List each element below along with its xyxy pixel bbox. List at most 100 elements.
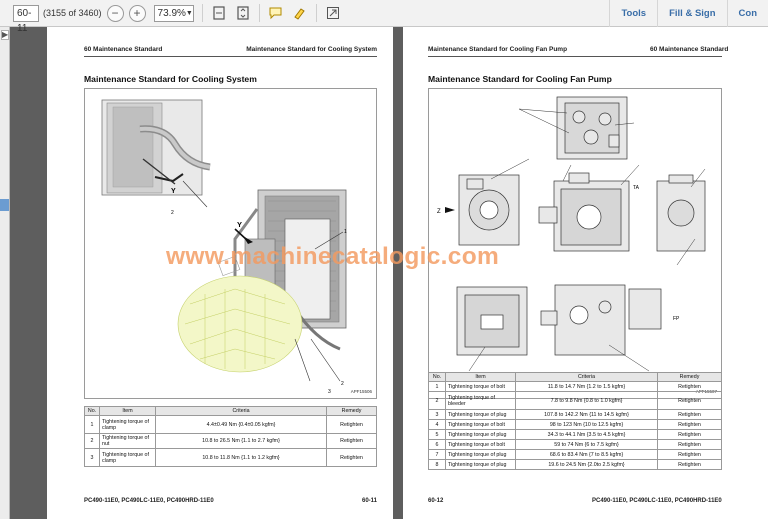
- cell-criteria: 107.8 to 142.2 Nm {11 to 14.5 kgfm}: [515, 409, 658, 420]
- cell-no: 7: [428, 449, 446, 460]
- left-page-title: Maintenance Standard for Cooling System: [84, 74, 257, 84]
- right-header-rule: [428, 56, 722, 57]
- cell-criteria: 10.8 to 11.8 Nm {1.1 to 1.2 kgfm}: [155, 448, 327, 467]
- viewer-toolbar: 60-11 (3155 of 3460) − + 73.9%▼ Tools Fi…: [0, 0, 768, 34]
- cell-item: Tightening torque of plug: [445, 429, 516, 440]
- cell-remedy: Retighten: [657, 419, 722, 430]
- col-item: Item: [99, 406, 156, 416]
- table-row: 2 Tightening torque of bleeder 7.8 to 9.…: [428, 391, 722, 410]
- cell-criteria: 98 to 123 Nm {10 to 12.5 kgfm}: [515, 419, 658, 430]
- cell-no: 1: [428, 381, 446, 392]
- cell-remedy: Retighten: [326, 448, 377, 467]
- right-page-header-left: Maintenance Standard for Cooling Fan Pum…: [428, 46, 568, 53]
- tools-button[interactable]: Tools: [609, 0, 657, 27]
- cell-item: Tightening torque of bleeder: [445, 391, 516, 410]
- cell-item: Tightening torque of plug: [445, 449, 516, 460]
- table-row: 8 Tightening torque of plug 19.6 to 24.5…: [428, 459, 722, 470]
- cell-criteria: 34.3 to 44.1 Nm {3.5 to 4.5 kgfm}: [515, 429, 658, 440]
- zoom-out-icon[interactable]: −: [106, 4, 124, 22]
- cell-remedy: Retighten: [326, 415, 377, 434]
- col-item: Item: [445, 372, 516, 382]
- table-row: 3 Tightening torque of plug 107.8 to 142…: [428, 409, 722, 420]
- cell-criteria: 68.6 to 83.4 Nm {7 to 8.5 kgfm}: [515, 449, 658, 460]
- fan-pump-figure: Z FP TA APF15507: [428, 88, 722, 399]
- table-row: 6 Tightening torque of bolt 59 to 74 Nm …: [428, 439, 722, 450]
- col-no: No.: [428, 372, 446, 382]
- port-fp-label: FP: [673, 316, 680, 322]
- table-row: 1 Tightening torque of clamp 4.4±0.49 Nm…: [84, 415, 377, 434]
- view-y-label: Y: [237, 220, 242, 229]
- comment-icon[interactable]: [268, 5, 284, 21]
- right-page-number: 60-12: [428, 498, 444, 504]
- cell-remedy: Retighten: [657, 449, 722, 460]
- cell-no: 3: [428, 409, 446, 420]
- cell-remedy: Retighten: [657, 391, 722, 410]
- toolbar-right-links: Tools Fill & Sign Con: [609, 0, 768, 27]
- document-page-left: 60 Maintenance Standard Maintenance Stan…: [47, 27, 393, 519]
- cell-remedy: Retighten: [326, 433, 377, 449]
- port-ta-label: TA: [633, 185, 640, 191]
- inset-view-y-label: Y: [171, 188, 176, 195]
- cell-item: Tightening torque of bolt: [445, 419, 516, 430]
- fan-pump-illustration: Z FP TA: [437, 96, 706, 372]
- table-row: 2 Tightening torque of nut 10.8 to 26.5 …: [84, 433, 377, 449]
- cell-no: 6: [428, 439, 446, 450]
- callout-3: 3: [328, 389, 331, 395]
- left-figure-code: APF15506: [350, 389, 372, 394]
- highlight-icon[interactable]: [292, 5, 308, 21]
- table-row: 4 Tightening torque of bolt 98 to 123 Nm…: [428, 419, 722, 430]
- fit-page-icon[interactable]: [211, 5, 227, 21]
- page-number-input[interactable]: 60-11: [13, 4, 39, 34]
- cell-item: Tightening torque of clamp: [99, 415, 156, 434]
- cell-item: Tightening torque of bolt: [445, 381, 516, 392]
- fill-sign-button[interactable]: Fill & Sign: [657, 0, 726, 27]
- document-page-right: Maintenance Standard for Cooling Fan Pum…: [403, 27, 768, 519]
- cell-no: 1: [84, 415, 100, 434]
- cell-criteria: 4.4±0.49 Nm {0.4±0.05 kgfm}: [155, 415, 327, 434]
- left-page-number: 60-11: [361, 498, 377, 504]
- table-row: 1 Tightening torque of bolt 11.8 to 14.7…: [428, 381, 722, 392]
- right-page-header-right: 60 Maintenance Standard: [650, 46, 729, 53]
- table-row: 7 Tightening torque of plug 68.6 to 83.4…: [428, 449, 722, 460]
- cell-criteria: 59 to 74 Nm {6 to 7.5 kgfm}: [515, 439, 658, 450]
- view-z-label: Z: [437, 209, 441, 215]
- cell-remedy: Retighten: [657, 459, 722, 470]
- cell-no: 8: [428, 459, 446, 470]
- cooling-system-figure: 2 Y: [84, 88, 377, 399]
- cell-no: 2: [84, 433, 100, 449]
- right-spec-table: No. Item Criteria Remedy 1 Tightening to…: [428, 372, 722, 470]
- cell-no: 4: [428, 419, 446, 430]
- nav-pane-tab[interactable]: [0, 199, 9, 211]
- cell-remedy: Retighten: [657, 381, 722, 392]
- watermark-text: www.machinecatalogic.com: [166, 243, 500, 270]
- cell-item: Tightening torque of bolt: [445, 439, 516, 450]
- cell-item: Tightening torque of clamp: [99, 448, 156, 467]
- chevron-down-icon: ▼: [185, 9, 193, 17]
- col-criteria: Criteria: [155, 406, 327, 416]
- cell-no: 3: [84, 448, 100, 467]
- expand-icon[interactable]: [325, 5, 341, 21]
- zoom-in-icon[interactable]: +: [128, 4, 146, 22]
- zoom-level-select[interactable]: 73.9%▼: [153, 4, 194, 22]
- cell-remedy: Retighten: [657, 409, 722, 420]
- inset-callout-2: 2: [171, 210, 174, 216]
- comment-button[interactable]: Con: [726, 0, 768, 27]
- left-page-header-right: Maintenance Standard for Cooling System: [246, 46, 377, 53]
- navigation-pane: ▶: [0, 27, 10, 519]
- left-spec-table: No. Item Criteria Remedy 1 Tightening to…: [84, 406, 377, 467]
- right-page-footer-model: PC490-11E0, PC490LC-11E0, PC490HRD-11E0: [592, 498, 722, 504]
- callout-1: 1: [344, 229, 347, 235]
- right-page-title: Maintenance Standard for Cooling Fan Pum…: [428, 74, 612, 84]
- callout-2: 2: [341, 381, 344, 387]
- cell-criteria: 10.8 to 26.5 Nm {1.1 to 2.7 kgfm}: [155, 433, 327, 449]
- cell-criteria: 7.8 to 9.8 Nm {0.8 to 1.0 kgfm}: [515, 391, 658, 410]
- cell-item: Tightening torque of plug: [445, 409, 516, 420]
- cell-criteria: 11.8 to 14.7 Nm {1.2 to 1.5 kgfm}: [515, 381, 658, 392]
- left-page-header-left: 60 Maintenance Standard: [84, 46, 163, 53]
- page-count-label: (3155 of 3460): [43, 8, 102, 18]
- toolbar-divider: [315, 4, 317, 22]
- cell-criteria: 19.6 to 24.5 Nm {2.0to 2.5 kgfm}: [515, 459, 658, 470]
- expand-pane-icon[interactable]: ▶: [1, 30, 9, 40]
- col-no: No.: [84, 406, 100, 416]
- scroll-mode-icon[interactable]: [235, 5, 251, 21]
